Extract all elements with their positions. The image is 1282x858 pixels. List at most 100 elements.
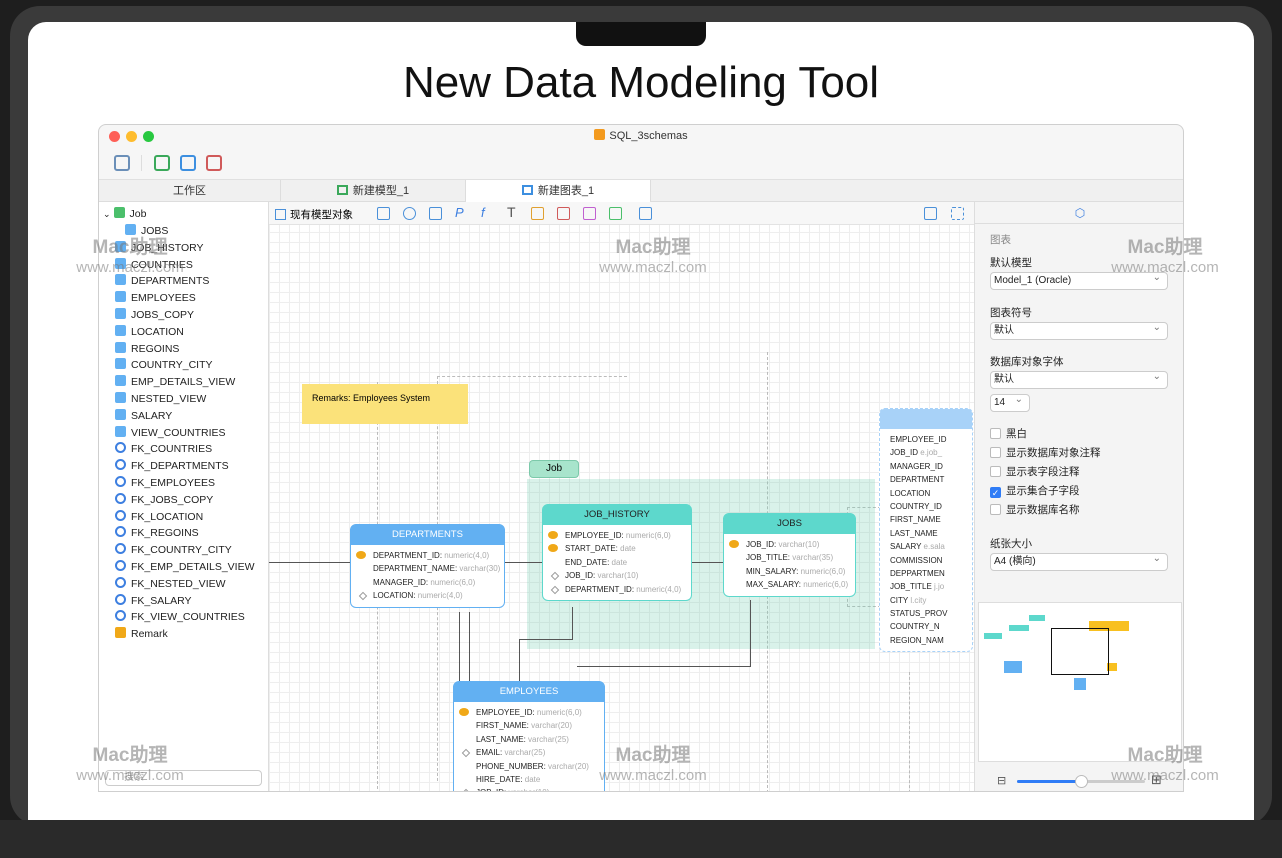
entity-column[interactable]: JOB_ID: varchar(10) bbox=[543, 569, 691, 582]
entity-column[interactable]: EMAIL: varchar(25) bbox=[454, 746, 604, 759]
tree-item[interactable]: REGOINS bbox=[115, 341, 179, 357]
entity-column[interactable]: MANAGER_ID: numeric(6,0) bbox=[351, 576, 504, 589]
shape-icon[interactable] bbox=[583, 207, 596, 220]
present-icon[interactable] bbox=[924, 207, 937, 220]
tree-item[interactable]: FK_EMP_DETAILS_VIEW bbox=[115, 559, 255, 575]
entity-column[interactable]: LAST_NAME: varchar(25) bbox=[454, 733, 604, 746]
entity-column[interactable]: JOB_TITLE j.jo bbox=[880, 580, 972, 593]
tab-diagram[interactable]: 新建图表_1 bbox=[466, 180, 651, 202]
tree-item[interactable]: JOB_HISTORY bbox=[115, 240, 204, 256]
search-input[interactable]: 搜索 bbox=[105, 770, 262, 786]
remark-note[interactable]: Remarks: Employees System bbox=[302, 384, 468, 424]
zoom-slider-handle[interactable] bbox=[1075, 775, 1088, 788]
checkbox-option[interactable]: ✓显示集合子字段 bbox=[990, 485, 1080, 498]
entity-column[interactable]: JOB_TITLE: varchar(35) bbox=[724, 551, 855, 564]
entity-column[interactable]: START_DATE: date bbox=[543, 542, 691, 555]
entity-column[interactable]: FIRST_NAME: varchar(20) bbox=[454, 719, 604, 732]
entity-column[interactable]: JOB_ID: varchar(10) bbox=[724, 538, 855, 551]
tree-item[interactable]: JOBS_COPY bbox=[115, 307, 194, 323]
entity-column[interactable]: END_DATE: date bbox=[543, 556, 691, 569]
new-model-icon[interactable] bbox=[154, 155, 170, 171]
note-icon[interactable] bbox=[531, 207, 544, 220]
entity-column[interactable]: MAX_SALARY: numeric(6,0) bbox=[724, 578, 855, 591]
entity-column[interactable]: EMPLOYEE_ID: numeric(6,0) bbox=[543, 529, 691, 542]
entity-column[interactable]: LOCATION: numeric(4,0) bbox=[351, 589, 504, 602]
tree-item[interactable]: FK_REGOINS bbox=[115, 525, 199, 541]
fullscreen-icon[interactable] bbox=[951, 207, 964, 220]
relation-icon[interactable] bbox=[403, 207, 416, 220]
zoom-button[interactable] bbox=[143, 131, 154, 142]
checkbox[interactable]: ✓ bbox=[990, 487, 1001, 498]
entity-column[interactable]: PHONE_NUMBER: varchar(20) bbox=[454, 760, 604, 773]
font-select[interactable]: 默认 bbox=[990, 369, 1168, 389]
entity-column[interactable]: DEPARTMENT bbox=[880, 473, 972, 486]
entity-column[interactable]: CITY l.city bbox=[880, 594, 972, 607]
entity-column[interactable]: EMPLOYEE_ID: numeric(6,0) bbox=[454, 706, 604, 719]
checkbox-option[interactable]: 黑白 bbox=[990, 428, 1027, 441]
group-label[interactable]: Job bbox=[529, 460, 579, 478]
zoom-in-icon[interactable]: ⊞ bbox=[1151, 772, 1162, 787]
group-icon[interactable] bbox=[609, 207, 622, 220]
minimap-viewport[interactable] bbox=[1051, 628, 1109, 675]
entity-column[interactable]: MIN_SALARY: numeric(6,0) bbox=[724, 565, 855, 578]
entity-column[interactable]: HIRE_DATE: date bbox=[454, 773, 604, 786]
tree-item[interactable]: COUNTRIES bbox=[115, 257, 193, 273]
procedure-icon[interactable]: P bbox=[455, 205, 464, 220]
tree-item[interactable]: FK_SALARY bbox=[115, 593, 192, 609]
entity-column[interactable]: COUNTRY_ID bbox=[880, 500, 972, 513]
entity-view[interactable]: EMPLOYEE_ID JOB_ID e.job_MANAGER_ID DEPA… bbox=[879, 408, 973, 653]
paper-size-select[interactable]: A4 (横向) bbox=[990, 551, 1168, 571]
tree-item[interactable]: VIEW_COUNTRIES bbox=[115, 425, 226, 441]
checkbox-option[interactable]: 显示表字段注释 bbox=[990, 466, 1080, 479]
image-icon[interactable] bbox=[557, 207, 570, 220]
checkbox[interactable] bbox=[990, 428, 1001, 439]
entity-column[interactable]: EMPLOYEE_ID bbox=[880, 433, 972, 446]
entity-column[interactable]: REGION_NAM bbox=[880, 634, 972, 647]
minimap[interactable] bbox=[978, 602, 1182, 762]
default-model-select[interactable]: Model_1 (Oracle) bbox=[990, 270, 1168, 290]
font-size-select[interactable]: 14 bbox=[990, 392, 1030, 412]
notation-select[interactable]: 默认 bbox=[990, 320, 1168, 340]
function-icon[interactable]: f bbox=[481, 205, 485, 220]
tree-item[interactable]: FK_COUNTRY_CITY bbox=[115, 542, 232, 558]
entity-column[interactable]: SALARY e.sala bbox=[880, 540, 972, 553]
tree-item[interactable]: EMP_DETAILS_VIEW bbox=[115, 374, 235, 390]
entity-column[interactable]: JOB_ID: varchar(10) bbox=[454, 786, 604, 791]
minimize-button[interactable] bbox=[126, 131, 137, 142]
entity-column[interactable]: DEPARTMENT_ID: numeric(4,0) bbox=[543, 583, 691, 596]
diagram-canvas[interactable]: 现有模型对象 P f T Job Remarks: Employees Syst… bbox=[269, 202, 974, 791]
tree-item[interactable]: FK_VIEW_COUNTRIES bbox=[115, 609, 245, 625]
tree-item[interactable]: Remark bbox=[115, 626, 168, 642]
tree-item[interactable]: FK_EMPLOYEES bbox=[115, 475, 215, 491]
entity-column[interactable]: DEPARTMENT_ID: numeric(4,0) bbox=[351, 549, 504, 562]
entity-column[interactable]: STATUS_PROV bbox=[880, 607, 972, 620]
checkbox[interactable] bbox=[990, 504, 1001, 515]
tree-item[interactable]: COUNTRY_CITY bbox=[115, 357, 212, 373]
checkbox[interactable] bbox=[990, 466, 1001, 477]
entity-column[interactable]: COMMISSION bbox=[880, 554, 972, 567]
table-icon[interactable] bbox=[377, 207, 390, 220]
entity-column[interactable]: DEPARTMENT_NAME: varchar(30) bbox=[351, 562, 504, 575]
save-icon[interactable] bbox=[114, 155, 130, 171]
tree-item[interactable]: NESTED_VIEW bbox=[115, 391, 206, 407]
entity-column[interactable]: FIRST_NAME bbox=[880, 513, 972, 526]
tree-item[interactable]: LOCATION bbox=[115, 324, 184, 340]
tree-root-job[interactable]: ⌄Job bbox=[103, 206, 146, 222]
checkbox-option[interactable]: 显示数据库对象注释 bbox=[990, 447, 1101, 460]
tree-item[interactable]: FK_LOCATION bbox=[115, 509, 203, 525]
tab-model[interactable]: 新建模型_1 bbox=[281, 180, 466, 202]
entity-column[interactable]: LOCATION bbox=[880, 487, 972, 500]
text-icon[interactable]: T bbox=[507, 204, 516, 220]
new-report-icon[interactable] bbox=[206, 155, 222, 171]
close-button[interactable] bbox=[109, 131, 120, 142]
tree-item[interactable]: FK_DEPARTMENTS bbox=[115, 458, 229, 474]
diagram-properties-icon[interactable]: ⬡ bbox=[975, 202, 1183, 224]
checkbox[interactable] bbox=[990, 447, 1001, 458]
tree-item[interactable]: FK_COUNTRIES bbox=[115, 441, 212, 457]
tree-item[interactable]: JOBS bbox=[125, 223, 168, 239]
tree-item[interactable]: FK_NESTED_VIEW bbox=[115, 576, 226, 592]
zoom-out-icon[interactable]: ⊟ bbox=[997, 775, 1007, 787]
